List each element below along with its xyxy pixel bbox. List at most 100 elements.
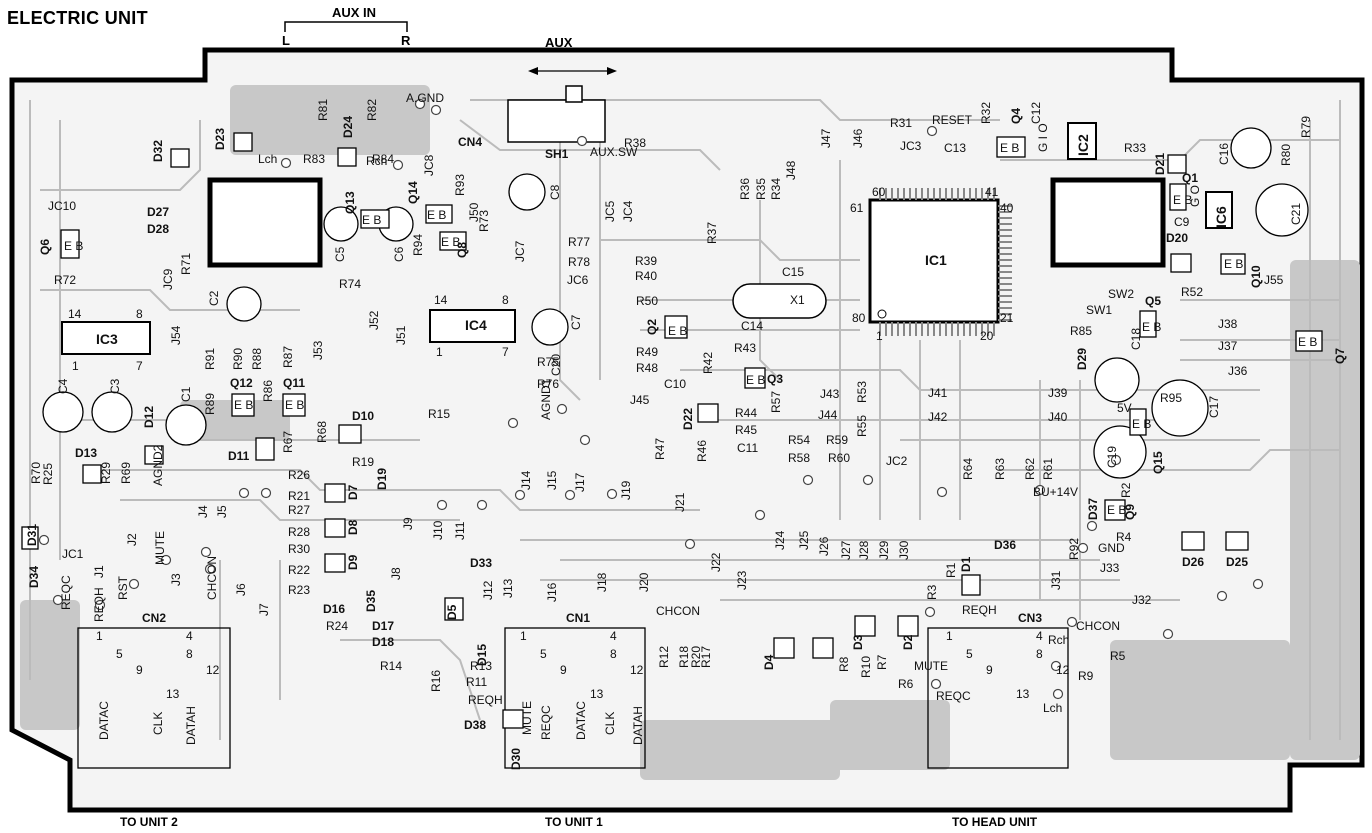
to-unit-1-label: TO UNIT 1 (545, 815, 603, 829)
aux-switch-body (507, 99, 606, 143)
heatsink-pad (1050, 177, 1166, 268)
jumper-label: J48 (784, 160, 798, 180)
capacitor-label: C8 (548, 184, 562, 200)
ic4-pin-number: 7 (502, 345, 509, 359)
jumper-label: J13 (501, 578, 515, 598)
capacitor-label: C2 (207, 290, 221, 306)
resistor-label: R3 (925, 584, 939, 600)
diode-label: D8 (346, 519, 360, 535)
resistor-label: R64 (961, 458, 975, 480)
jumper-label: J43 (820, 387, 840, 401)
diode-label: D22 (681, 408, 695, 430)
resistor-label: R4 (1116, 530, 1132, 544)
diode-body (144, 445, 164, 465)
jumper-label: J36 (1228, 364, 1248, 378)
transistor-pins: E B (1132, 417, 1151, 431)
transistor-pins: E B (746, 373, 765, 387)
electrolytic-capacitor (226, 286, 262, 322)
resistor-label: R93 (453, 174, 467, 196)
connector-pin-number: 12 (630, 663, 644, 677)
jumper-label: JC10 (48, 199, 76, 213)
capacitor-label: C14 (741, 319, 763, 333)
resistor-label: R67 (281, 431, 295, 453)
jumper-label: J6 (234, 583, 248, 596)
connector-pin-number: 4 (186, 629, 193, 643)
ic6-body (1205, 191, 1233, 229)
jumper-label: J2 (125, 533, 139, 546)
misc-label: AGND1 (539, 378, 553, 420)
diode-label: D5 (445, 604, 459, 620)
jumper-label: J37 (1218, 339, 1238, 353)
transistor-pins: E B (1173, 193, 1192, 207)
capacitor-label: C15 (782, 265, 804, 279)
diode-label: D33 (470, 556, 492, 570)
ic3-pin-number: 14 (68, 307, 82, 321)
transistor-body (664, 315, 688, 339)
cn2-signal-label: MUTE (153, 531, 167, 565)
resistor-label: R59 (826, 433, 848, 447)
jumper-label: J3 (169, 573, 183, 586)
jumper-label: J7 (257, 603, 271, 616)
transistor-pins: E B (1224, 257, 1243, 271)
resistor-label: R29 (99, 462, 113, 484)
diode-label: D38 (464, 718, 486, 732)
via-hole (260, 487, 272, 499)
jumper-label: J30 (897, 540, 911, 560)
resistor-label: R90 (231, 348, 245, 370)
resistor-label: R18 (677, 646, 691, 668)
connector-pin-number: 12 (1056, 663, 1070, 677)
transistor-body (282, 393, 306, 417)
via-hole (924, 606, 936, 618)
jumper-label: J47 (819, 128, 833, 148)
capacitor-label: C19 (1105, 446, 1119, 468)
diode-body (324, 483, 346, 503)
copper-area (830, 700, 950, 770)
ic6-label: IC6 (1213, 206, 1229, 228)
transistor-label: Q13 (343, 191, 357, 214)
cn2-signal-label: REQH (92, 587, 106, 622)
diode-body (82, 464, 102, 484)
diode-body (1167, 154, 1187, 174)
misc-label: G I O (1036, 123, 1050, 152)
diode-body (324, 553, 346, 573)
resistor-label: R53 (855, 381, 869, 403)
transistor-label: Q3 (767, 372, 783, 386)
resistor-label: R6 (898, 677, 914, 691)
jumper-label: J51 (394, 325, 408, 345)
resistor-label: R36 (738, 178, 752, 200)
jumper-label: J40 (1048, 410, 1068, 424)
transistor-body (744, 367, 766, 389)
via-hole (280, 157, 292, 169)
resistor-label: R20 (689, 646, 703, 668)
transistor-body (1129, 408, 1147, 436)
copper-area (230, 85, 430, 155)
diode-label: D19 (375, 468, 389, 490)
ic4-label: IC4 (465, 317, 487, 333)
resistor-label: R19 (352, 455, 374, 469)
jumper-label: J20 (637, 572, 651, 592)
capacitor-label: C11 (737, 441, 758, 455)
diode-body (961, 574, 981, 596)
resistor-label: R72 (54, 273, 76, 287)
via-hole (556, 403, 568, 415)
transistor-body (1295, 330, 1323, 352)
resistor-label: R42 (701, 352, 715, 374)
capacitor-label: C18 (1129, 328, 1143, 350)
via-hole (436, 499, 448, 511)
diode-label: D18 (372, 635, 394, 649)
diode-body (255, 437, 275, 461)
transistor-label: Q9 (1123, 504, 1137, 520)
resistor-label: R46 (695, 440, 709, 462)
connector-outline (77, 627, 231, 769)
resistor-label: R92 (1067, 538, 1081, 560)
transistor-label: Q8 (455, 242, 469, 258)
via-hole (1052, 688, 1064, 700)
misc-label: SW2 (1108, 287, 1134, 301)
electrolytic-capacitor (1255, 183, 1309, 237)
ic3-pin-number: 7 (136, 359, 143, 373)
misc-label: X1 (790, 293, 805, 307)
diode-label: D31 (25, 524, 39, 546)
resistor-label: R74 (339, 277, 361, 291)
resistor-label: R73 (477, 210, 491, 232)
via-hole (802, 474, 814, 486)
